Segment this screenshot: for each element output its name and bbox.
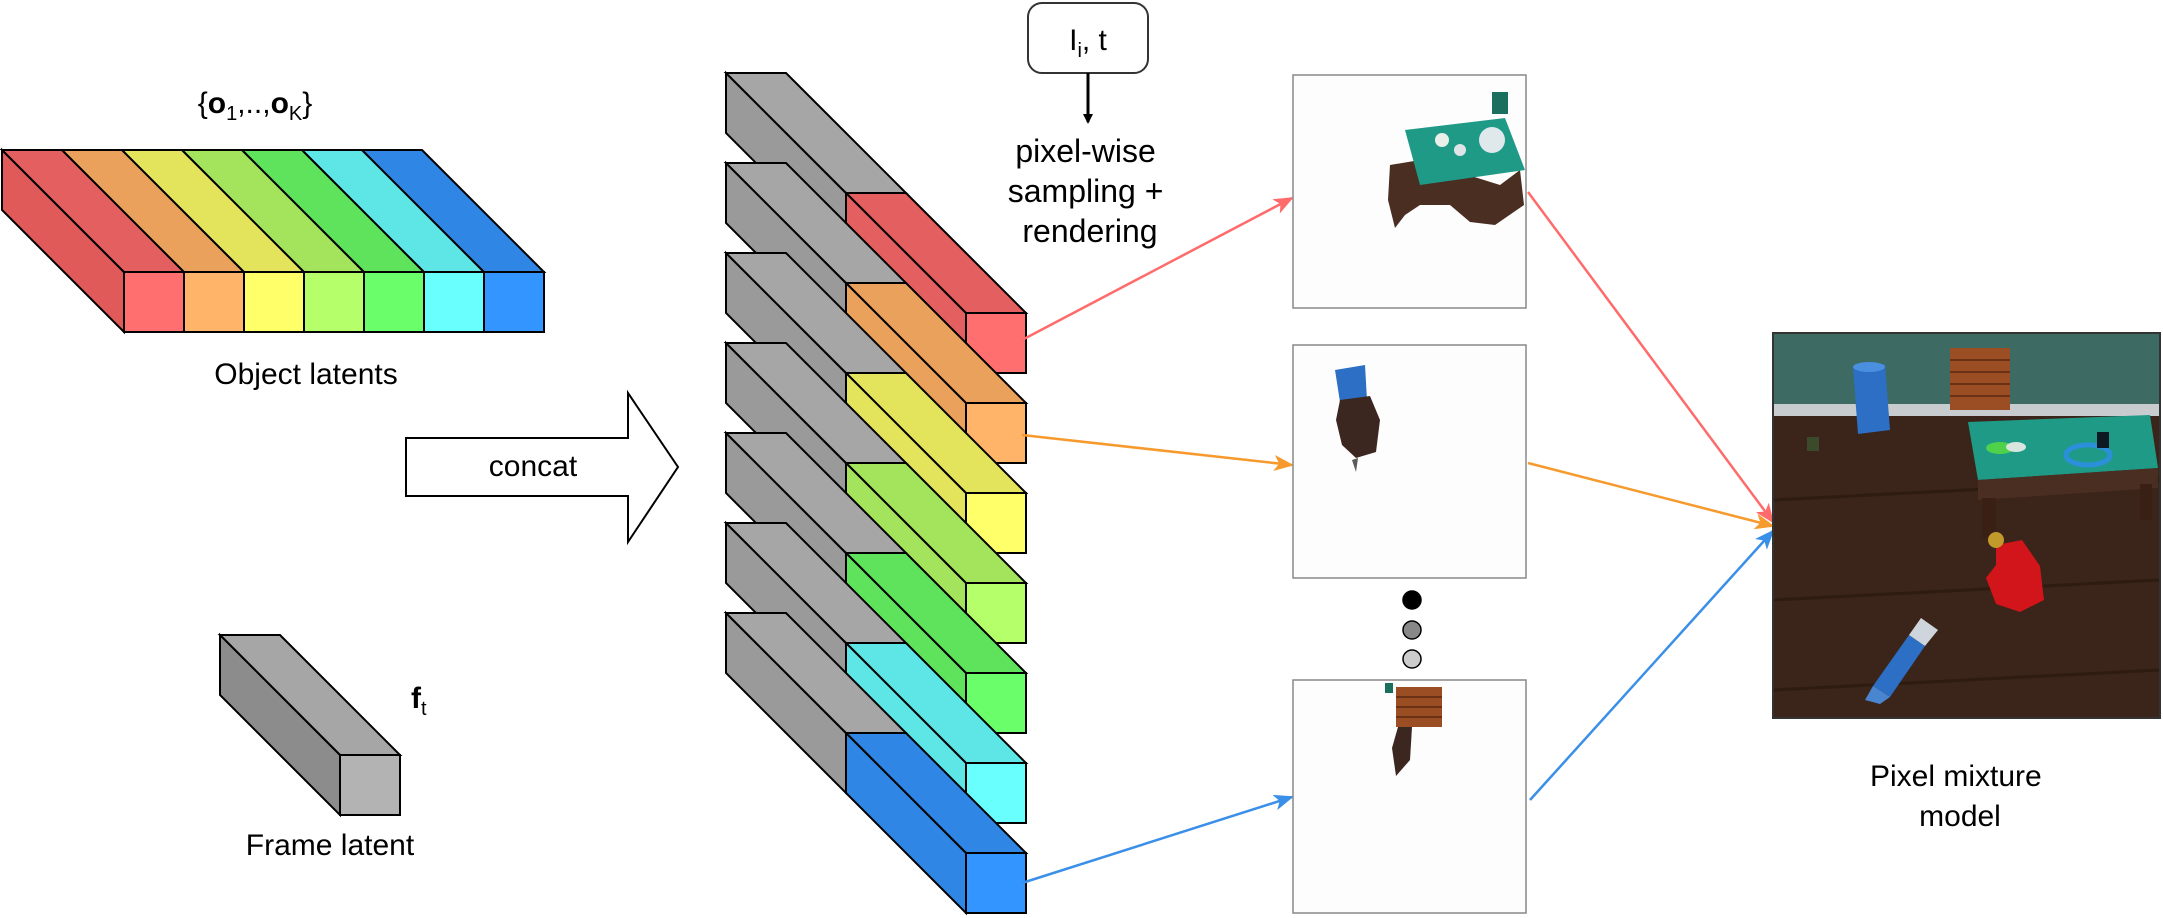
object-latent-slot <box>239 149 427 333</box>
ellipsis-dots <box>1402 590 1422 669</box>
frame-latent-block <box>217 632 403 818</box>
scene-image <box>1772 332 2161 719</box>
object-latents-set-label: {o1,..,oK} <box>198 87 313 125</box>
object-latent-slot <box>59 149 247 333</box>
render-object-cup <box>1292 344 1527 579</box>
blue-render-arrow <box>1021 794 1294 885</box>
object-latent-slot <box>0 149 187 333</box>
frame-latent-symbol: ft <box>411 682 427 720</box>
concat-arrow <box>405 389 680 546</box>
ellipsis-dot <box>1402 590 1422 610</box>
render-object-block <box>1292 679 1527 914</box>
sampling-label: pixel-wise sampling + rendering <box>1008 133 1173 249</box>
query-label: Ii, t <box>1069 24 1107 62</box>
frame-latent-label: Frame latent <box>246 829 415 862</box>
object-latents-label: Object latents <box>214 358 397 391</box>
render-object-table <box>1292 74 1527 309</box>
mixture-label: Pixel mixture model <box>1870 760 2050 833</box>
blue-mixture-arrow <box>1529 529 1775 801</box>
concat-label: concat <box>489 450 578 483</box>
concatenated-latents-stack <box>723 70 1029 916</box>
ellipsis-dot <box>1402 620 1422 640</box>
red-mixture-arrow <box>1526 191 1775 524</box>
object-latents-block <box>0 147 547 335</box>
red-render-arrow <box>1021 196 1294 342</box>
object-latent-slot <box>359 149 547 333</box>
orange-render-arrow <box>1021 433 1294 471</box>
ellipsis-dot <box>1402 649 1422 669</box>
orange-mixture-arrow <box>1527 461 1775 530</box>
concat-latent-row <box>723 610 1029 916</box>
